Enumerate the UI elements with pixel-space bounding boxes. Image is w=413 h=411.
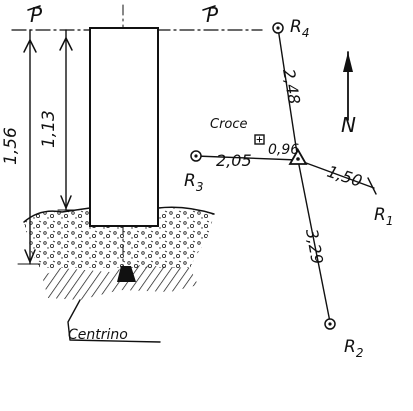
line-to-r2 (297, 159, 331, 323)
reference-r4: R4 2,48 (272, 17, 309, 106)
cross-label: Croce (210, 117, 248, 132)
reference-r3: R3 2,05 (184, 150, 252, 194)
reference-r2: R2 3,29 (302, 227, 363, 360)
reference-plane: P P (11, 3, 263, 31)
north-arrow: N (341, 51, 356, 137)
line-to-r4 (277, 27, 299, 161)
plane-right-label: P (206, 3, 219, 27)
benchmark-label: Centrino (68, 327, 128, 343)
pillar (89, 27, 159, 227)
north-label: N (341, 113, 356, 137)
station-plan: Croce 0,96 (195, 27, 377, 323)
r1-label: R1 (374, 205, 393, 228)
station-triangle (288, 148, 308, 165)
dimension-outer-label: 1,56 (1, 127, 21, 165)
r2-distance: 3,29 (302, 227, 327, 265)
r3-label: R3 (184, 171, 203, 194)
r2-label: R2 (344, 337, 363, 360)
benchmark: Centrino (67, 266, 161, 343)
dimension-inner-label: 1,13 (39, 110, 59, 148)
cross-offset-label: 0,96 (268, 142, 299, 158)
r4-distance: 2,48 (279, 67, 304, 105)
line-to-r3 (195, 155, 299, 161)
dimension-outer: 1,56 (1, 29, 41, 265)
line-to-r1 (297, 159, 375, 189)
r4-label: R4 (290, 17, 309, 40)
r1-distance: 1,50 (325, 162, 365, 191)
reference-r1: 1,50 R1 (325, 162, 394, 228)
ground-section (23, 206, 215, 300)
r3-distance: 2,05 (216, 151, 252, 170)
dimension-inner: 1,13 (39, 29, 79, 211)
